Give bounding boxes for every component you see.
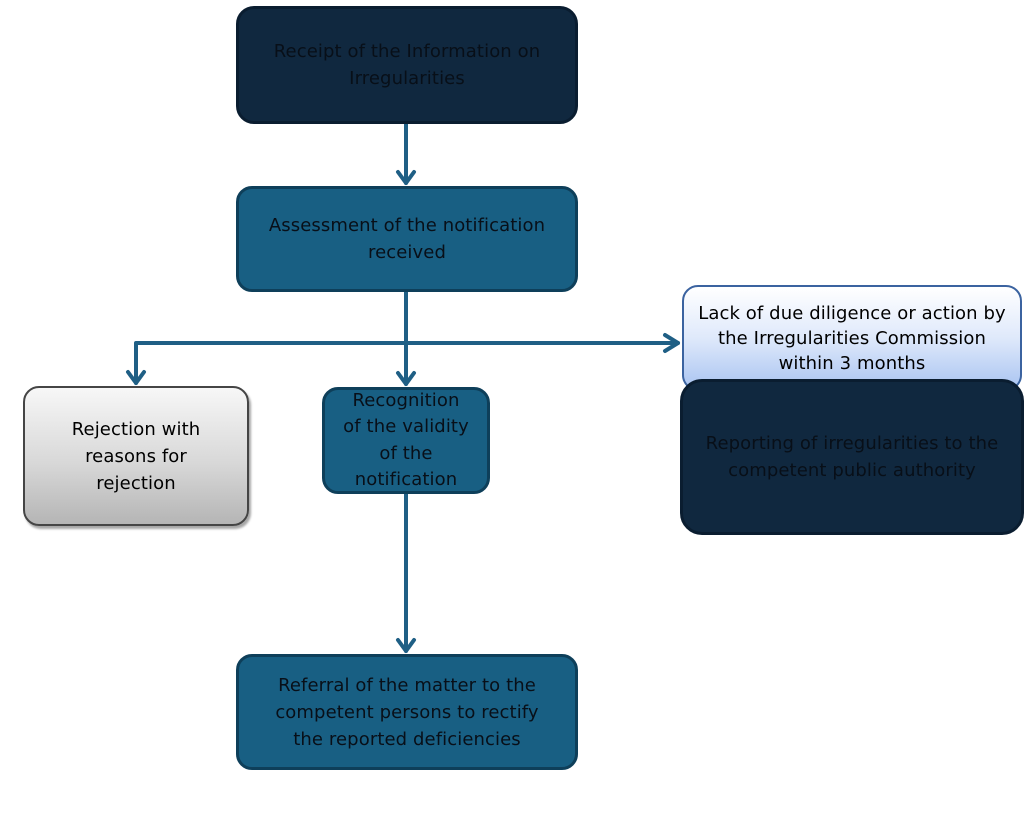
node-rejection-line-1: Rejection with bbox=[71, 418, 201, 440]
node-rejection-line-3: rejection bbox=[96, 472, 176, 494]
node-reporting-line-2: competent public authority bbox=[728, 460, 976, 481]
node-lack-of-due-diligence: Lack of due diligence or action by the Ir… bbox=[682, 285, 1022, 391]
node-recognition-of-validity: Recognition of the validity of the notifica… bbox=[322, 387, 490, 494]
arrowhead-receipt-to-assessment bbox=[396, 170, 416, 185]
node-referral-to-competent-persons: Referral of the matter to the competent p… bbox=[236, 654, 578, 770]
node-recognition-line-2: of the validity bbox=[343, 416, 469, 437]
arrowhead-recognition-to-referral bbox=[396, 638, 416, 653]
node-receipt-of-information: Receipt of the Information on Irregularit… bbox=[236, 6, 578, 124]
node-lack-line-1: Lack of due diligence or action by bbox=[698, 302, 1006, 324]
node-assessment-line-2: received bbox=[367, 242, 446, 263]
node-lack-line-2: the Irregularities Commission bbox=[718, 327, 986, 349]
node-receipt-line-2: Irregularities bbox=[349, 68, 465, 89]
node-reporting-to-authority: Reporting of irregularities to the compet… bbox=[680, 379, 1024, 535]
node-referral-line-1: Referral of the matter to the bbox=[278, 674, 536, 696]
node-recognition-line-4: notification bbox=[354, 469, 458, 490]
node-assessment-line-1: Assessment of the notification bbox=[268, 215, 546, 236]
node-reporting-line-1: Reporting of irregularities to the bbox=[705, 433, 999, 454]
node-recognition-line-1: Recognition bbox=[352, 389, 460, 411]
node-assessment-of-notification: Assessment of the notification received bbox=[236, 186, 578, 292]
arrowhead-to-rejection bbox=[126, 370, 146, 385]
node-rejection-line-2: reasons for bbox=[85, 445, 187, 467]
node-referral-line-2: competent persons to rectify bbox=[275, 701, 539, 723]
node-referral-line-3: the reported deficiencies bbox=[293, 728, 521, 750]
line-branch-left bbox=[134, 341, 408, 385]
node-receipt-line-1: Receipt of the Information on bbox=[273, 41, 541, 62]
node-rejection-with-reasons: Rejection with reasons for rejection bbox=[23, 386, 249, 526]
node-recognition-line-3: of the bbox=[379, 442, 433, 464]
arrowhead-to-recognition bbox=[396, 371, 416, 386]
node-lack-line-3: within 3 months bbox=[778, 352, 926, 374]
arrowhead-to-lack bbox=[663, 333, 680, 353]
